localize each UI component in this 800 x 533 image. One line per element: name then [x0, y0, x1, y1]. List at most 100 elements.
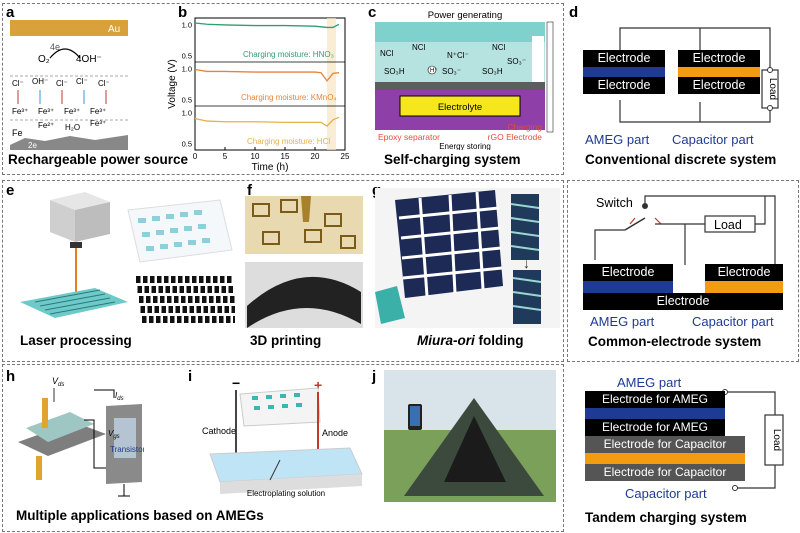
bottom-caption: Multiple applications based on AMEGs — [16, 508, 264, 523]
svg-text:2e: 2e — [28, 141, 37, 150]
moisture-label-1: Charging moisture: HNO₃ — [243, 50, 334, 59]
array-cell — [174, 296, 179, 303]
array-cell — [200, 286, 205, 293]
array-cell — [214, 286, 219, 293]
d2-circuit — [594, 195, 776, 265]
y-tick-label: 1.0 — [182, 64, 192, 73]
cathode-text: Cathode — [202, 426, 236, 436]
svg-text:Fe³⁺: Fe³⁺ — [90, 119, 106, 128]
panel-label-a: a — [6, 4, 15, 21]
array-cell — [181, 296, 186, 303]
array-cell — [156, 316, 161, 323]
panel-c-caption: Self-charging system — [384, 152, 521, 167]
array-cell — [153, 296, 158, 303]
array-cell — [203, 306, 208, 313]
membrane — [375, 42, 545, 82]
svg-text:SO₃H: SO₃H — [482, 67, 503, 76]
gap — [532, 36, 544, 82]
frame-middle — [2, 180, 564, 362]
d2-ameg-label: AMEG part — [590, 314, 655, 329]
svg-text:N⁺Cl⁻: N⁺Cl⁻ — [447, 51, 469, 60]
array-cell — [144, 286, 149, 293]
svg-text:Fe: Fe — [12, 128, 23, 138]
array-cell — [219, 316, 224, 323]
solution-text: Electroplating solution — [247, 489, 325, 498]
array-cell — [231, 306, 235, 313]
array-cell — [170, 316, 175, 323]
array-cell — [227, 276, 232, 283]
svg-text:NCl: NCl — [412, 43, 426, 52]
svg-text:SO₃⁻: SO₃⁻ — [442, 67, 461, 76]
array-cell — [226, 316, 231, 323]
array-cell — [167, 296, 172, 303]
rgo-label-1: Charging — [508, 122, 543, 132]
svg-text:Fe³⁺: Fe³⁺ — [38, 107, 54, 116]
array-cell — [168, 306, 173, 313]
d-ameg-label: AMEG part — [585, 132, 650, 147]
power-generating-label: Power generating — [428, 10, 502, 21]
array-cell — [191, 316, 196, 323]
svg-text:↓: ↓ — [523, 255, 530, 271]
y-tick-label: 0.5 — [182, 52, 192, 61]
panel-label-j: j — [372, 368, 377, 385]
y-tick-label: 0.5 — [182, 96, 192, 105]
array-cell — [184, 316, 189, 323]
rgo-label-2: rGO Electrode — [488, 132, 543, 142]
plus-sign: + — [314, 377, 322, 393]
array-cell — [213, 276, 218, 283]
array-cell — [188, 296, 193, 303]
panel-label-i: i — [188, 368, 193, 385]
d-cap-electrode-bottom: Electrode — [678, 77, 760, 94]
array-cell — [230, 296, 235, 303]
x-tick-label: 20 — [311, 152, 320, 161]
o2-text: O₂ — [38, 54, 50, 65]
d2-cap-label: Capacitor part — [692, 314, 774, 329]
svg-text:Cl⁻: Cl⁻ — [76, 77, 88, 86]
array-cell — [136, 276, 141, 283]
d-ameg-electrode-top: Electrode — [583, 50, 665, 67]
top-layer — [375, 22, 545, 42]
array-cell — [158, 286, 163, 293]
frame-bottom — [2, 364, 564, 532]
svg-text:Cl⁻: Cl⁻ — [98, 79, 110, 88]
array-cell — [165, 286, 170, 293]
array-cell — [209, 296, 214, 303]
array-cell — [220, 276, 225, 283]
d2-cap-electrode: Electrode — [705, 264, 783, 281]
d-cap-electrode-top: Electrode — [678, 50, 760, 67]
panel-i-diagram: − + Cathode Anode Electroplating solutio… — [202, 375, 363, 498]
array-cell — [207, 286, 212, 293]
array-cell — [192, 276, 197, 283]
array-cell — [186, 286, 191, 293]
d3-load-text: Load — [771, 429, 782, 451]
array-cell — [157, 276, 162, 283]
x-tick-label: 0 — [193, 152, 198, 161]
panel-label-b: b — [178, 4, 188, 21]
charging-region — [327, 18, 336, 150]
panel-f-caption: 3D printing — [250, 333, 322, 348]
panel-a-diagram: Au 4e O₂ 4OH⁻ Cl⁻OH⁻ Cl⁻Cl⁻Cl⁻ Fe³⁺Fe³⁺ … — [10, 20, 130, 150]
electrolyte-text: Electrolyte — [438, 102, 482, 113]
x-tick-label: 15 — [281, 152, 290, 161]
panel-g-illustration: ↓ — [375, 188, 560, 328]
array-cell — [212, 316, 217, 323]
d3-circuit: Load — [722, 389, 784, 491]
x-tick-label: 5 — [223, 152, 228, 161]
array-cell — [216, 296, 221, 303]
moisture-label-3: Charging moisture: HCl — [247, 137, 330, 146]
d3-electrode-ameg-2: Electrode for AMEG — [585, 419, 725, 436]
au-text: Au — [108, 24, 120, 35]
array-cell — [149, 316, 154, 323]
e4-text: 4e — [50, 42, 60, 52]
transistor-text: Transistor — [110, 445, 144, 454]
array-cell — [150, 276, 155, 283]
d3-ameg-layer — [585, 408, 725, 419]
d3-cap-layer — [585, 453, 745, 464]
svg-text:Cl⁻: Cl⁻ — [12, 79, 24, 88]
array-cell — [223, 296, 228, 303]
svg-text:SO₃⁻: SO₃⁻ — [507, 57, 526, 66]
array-cell — [160, 296, 165, 303]
y-tick-label: 1.0 — [182, 108, 192, 117]
d2-ameg-layer — [583, 281, 673, 293]
panel-label-h: h — [6, 368, 16, 385]
